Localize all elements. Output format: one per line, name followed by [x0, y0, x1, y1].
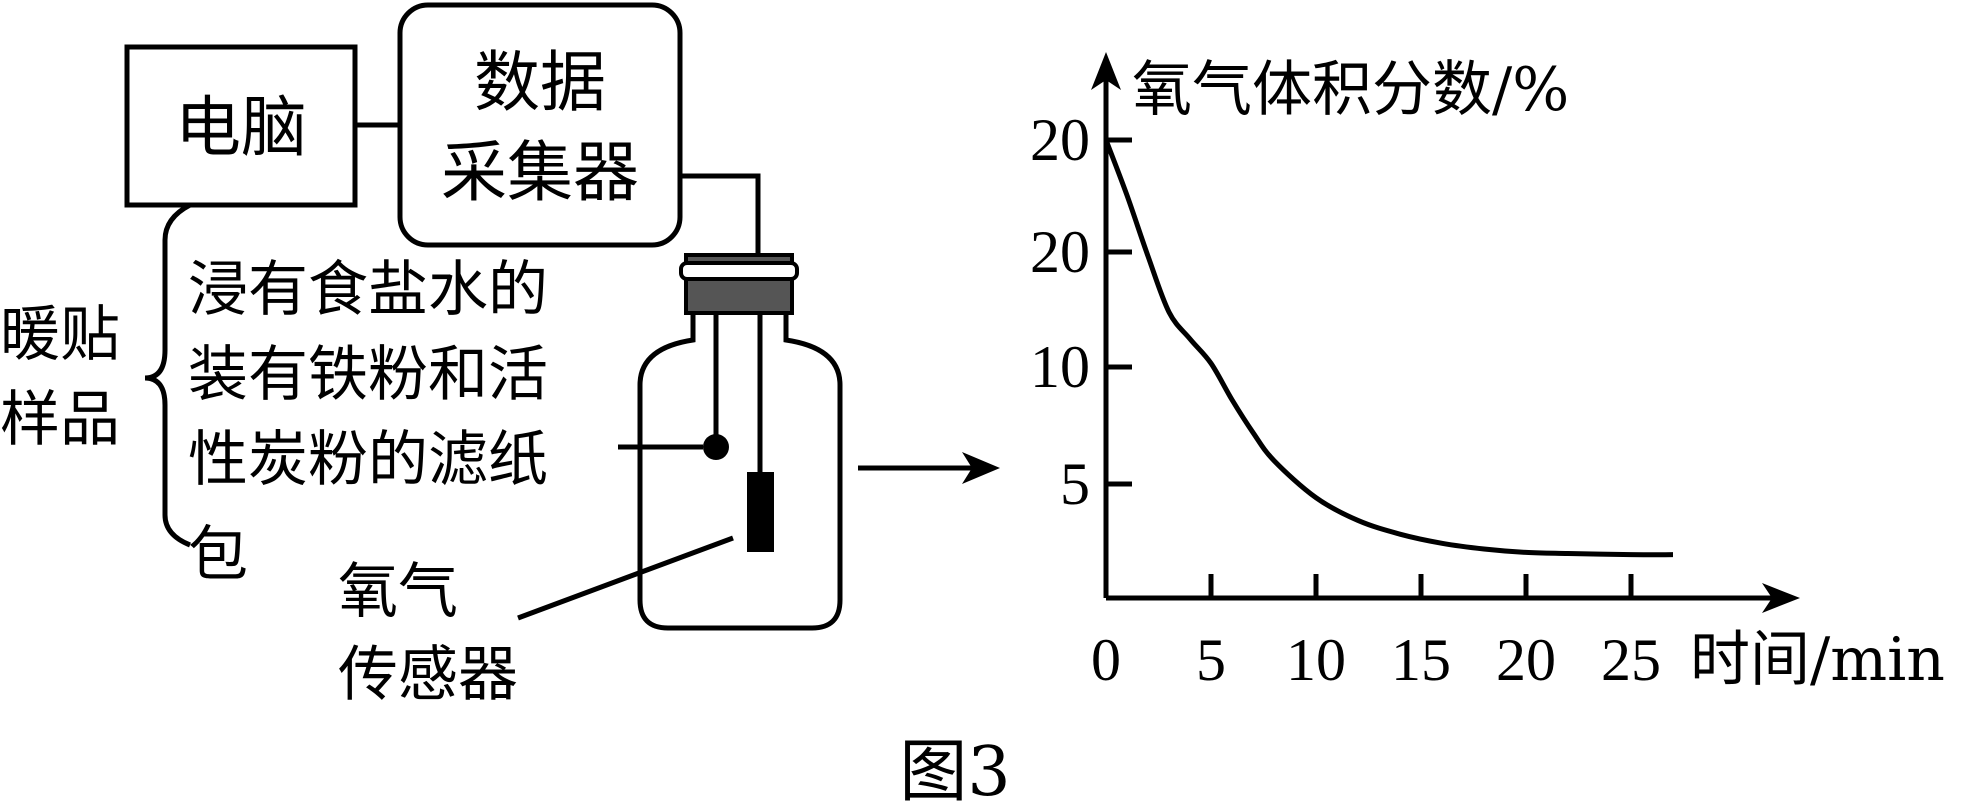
sensor-label-line1: 氧气 — [338, 557, 458, 627]
x-ticks: 0 5 10 15 20 25 — [1091, 574, 1661, 693]
filter-pack-label-line3: 性炭粉的滤纸 — [188, 425, 548, 495]
data-collector-box — [397, 2, 683, 248]
x-tick-label: 10 — [1286, 627, 1346, 693]
y-axis-label: 氧气体积分数/% — [1132, 55, 1569, 125]
apparatus: 电脑 数据 采集器 暖贴 样品 浸有食盐水的 装有铁粉和活 — [0, 2, 1000, 710]
stopper-rim — [679, 261, 799, 281]
filter-pack-label-line2: 装有铁粉和活 — [188, 340, 548, 410]
y-axis-arrow — [1091, 52, 1121, 90]
sample-label-line1: 暖贴 — [0, 300, 120, 370]
bottle-body — [637, 313, 843, 631]
y-tick-label: 10 — [1030, 334, 1090, 400]
filter-pack — [703, 434, 729, 460]
x-tick-label: 20 — [1496, 627, 1556, 693]
reaction-bottle — [637, 253, 843, 631]
y-tick-label: 5 — [1060, 451, 1090, 517]
sensor-label-line2: 传感器 — [338, 640, 518, 710]
x-axis-label: 时间/min — [1690, 625, 1945, 695]
x-axis-arrow — [1762, 583, 1800, 613]
collector-label-line1: 数据 — [474, 44, 606, 121]
filter-pack-label-line4: 包 — [188, 520, 248, 590]
y-tick-label: 20 — [1030, 219, 1090, 285]
oxygen-decay-curve — [1103, 139, 1674, 558]
x-tick-label: 5 — [1196, 627, 1226, 693]
computer-label: 电脑 — [175, 89, 307, 166]
figure-label: 图3 — [899, 733, 1010, 808]
collector-label-line2: 采集器 — [441, 134, 639, 211]
filter-pack-label-line1: 浸有食盐水的 — [188, 255, 548, 325]
oxygen-sensor-probe — [747, 472, 774, 552]
result-arrow-head — [962, 452, 1000, 484]
x-tick-label: 0 — [1091, 627, 1121, 693]
y-ticks: 5 10 20 20 — [1030, 107, 1132, 517]
sensor-pointer — [517, 535, 734, 621]
sample-brace — [144, 202, 192, 548]
x-tick-label: 15 — [1391, 627, 1451, 693]
sample-label-line2: 样品 — [0, 385, 120, 455]
oxygen-chart: 氧气体积分数/% 时间/min 0 5 10 15 20 25 5 10 20 20 — [1030, 52, 1945, 695]
series — [1103, 139, 1674, 558]
y-tick-label: 20 — [1030, 107, 1090, 173]
collector-sensor-cable — [680, 173, 761, 255]
x-tick-label: 25 — [1601, 627, 1661, 693]
